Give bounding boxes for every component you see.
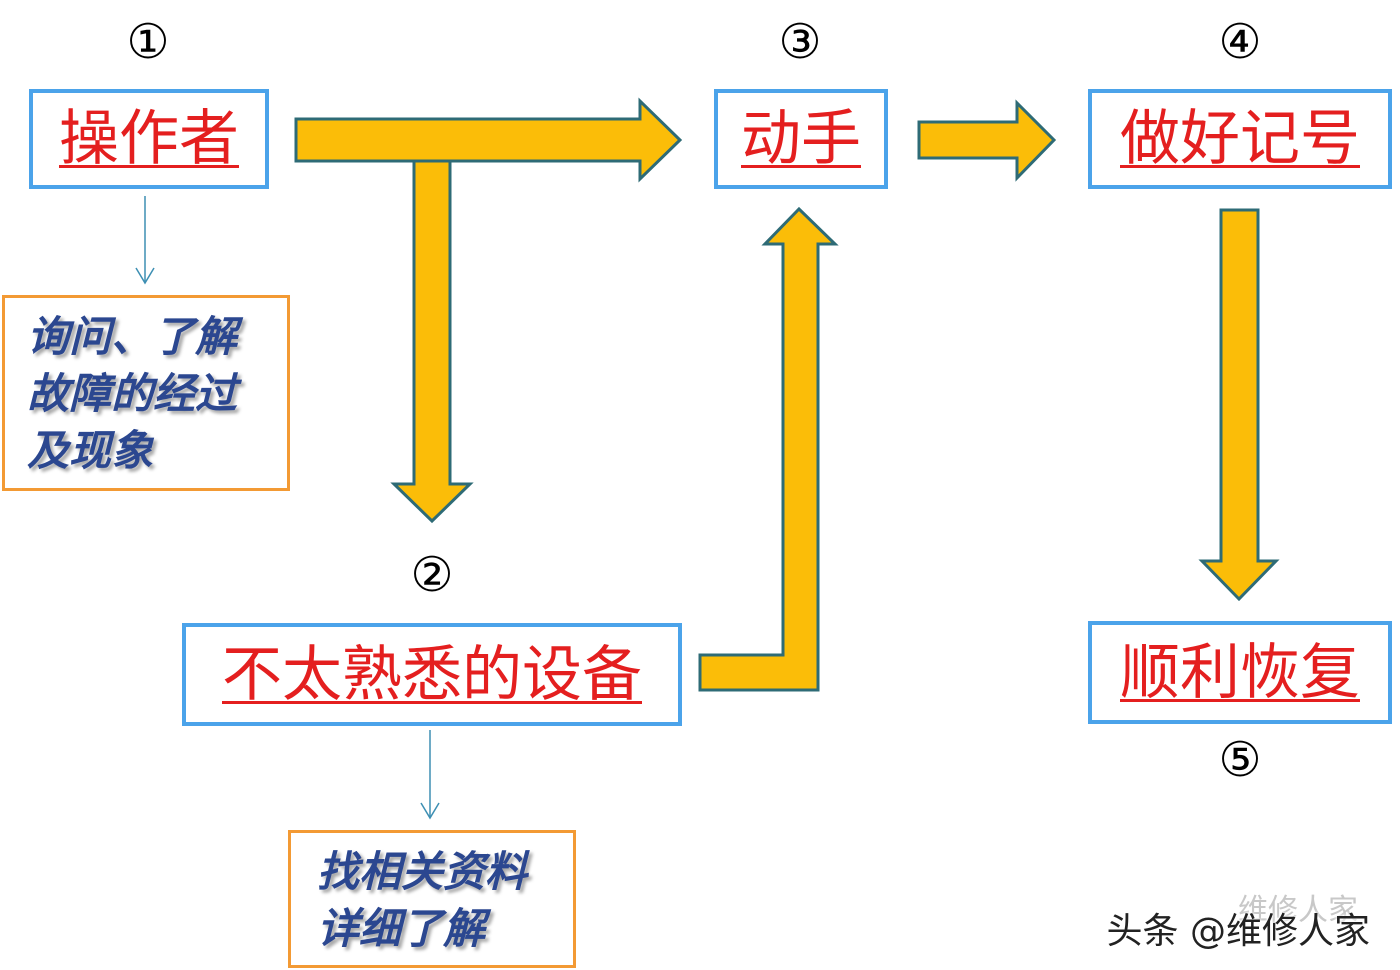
note-line: 故障的经过: [27, 369, 238, 418]
watermark-main: 头条 @维修人家: [1106, 911, 1370, 952]
step-box-device: 不太熟悉的设备: [182, 623, 682, 726]
note-line: 找相关资料: [317, 847, 528, 896]
step-label-operator: 操作者: [59, 104, 239, 174]
note-box-operator: 询问、了解 故障的经过 及现象: [2, 295, 290, 491]
step-box-operator: 操作者: [29, 89, 269, 189]
watermark-faint: 维修人家: [1238, 893, 1358, 928]
step-box-action: 动手: [714, 89, 888, 189]
arrow-device-to-action: [698, 206, 839, 692]
step-label-action: 动手: [741, 104, 861, 174]
step-number-3: ③: [778, 14, 822, 70]
step-box-mark: 做好记号: [1088, 89, 1392, 189]
note-line: 询问、了解: [27, 312, 238, 361]
step-number-4: ④: [1218, 14, 1262, 70]
step-number-5: ⑤: [1218, 732, 1262, 788]
note-box-device: 找相关资料 详细了解: [288, 830, 576, 968]
arrow-action-to-mark: [917, 99, 1057, 182]
note-line: 及现象: [27, 426, 154, 475]
step-label-mark: 做好记号: [1120, 104, 1360, 174]
note-text-operator: 询问、了解 故障的经过 及现象: [27, 308, 237, 479]
step-number-1: ①: [126, 14, 170, 70]
step-label-device: 不太熟悉的设备: [222, 639, 642, 710]
thin-arrow-operator-note: [135, 196, 155, 285]
thin-arrow-device-note: [420, 730, 440, 820]
step-number-2: ②: [410, 547, 454, 603]
step-box-recover: 顺利恢复: [1088, 621, 1392, 724]
arrow-operator-to-device: [390, 159, 474, 524]
step-label-recover: 顺利恢复: [1120, 637, 1360, 708]
arrow-operator-to-action: [294, 97, 683, 183]
note-text-device: 找相关资料 详细了解: [317, 843, 527, 957]
note-line: 详细了解: [317, 904, 486, 953]
arrow-mark-to-recover: [1198, 208, 1280, 602]
